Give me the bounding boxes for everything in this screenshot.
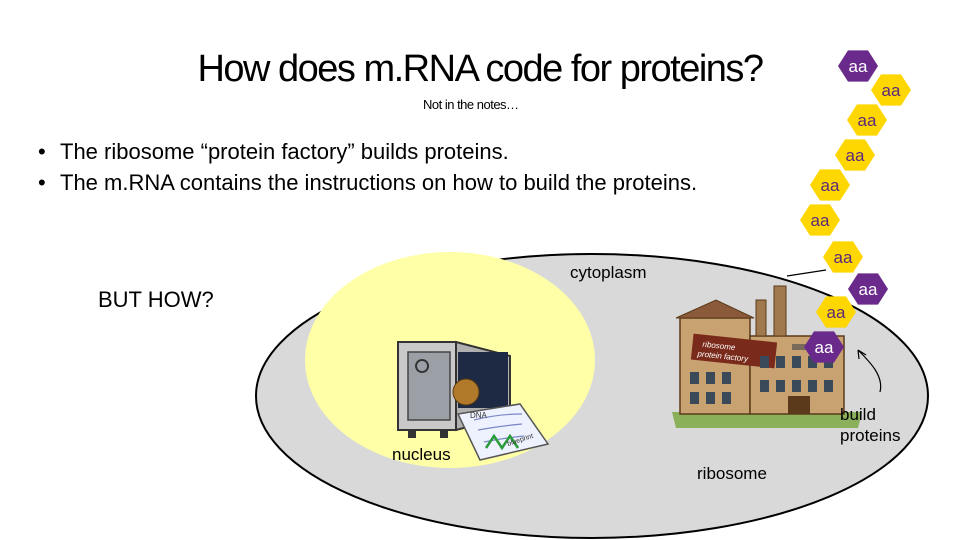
amino-acid-label: aa (834, 248, 853, 267)
amino-acid-hexagon: aa (804, 331, 844, 363)
amino-acid-hexagon: aa (823, 241, 863, 273)
but-how-text: BUT HOW? (98, 287, 214, 312)
amino-acid-label: aa (859, 280, 878, 299)
hexagon-shape (810, 169, 850, 201)
amino-acid-hexagon: aa (848, 273, 888, 305)
cytoplasm-label: cytoplasm (570, 263, 647, 282)
bullet-dot-icon: • (38, 139, 46, 164)
amino-acid-label: aa (849, 57, 868, 76)
blueprint-icon: DNA blueprint (456, 403, 550, 461)
bullet-list: • The ribosome “protein factory” builds p… (38, 136, 758, 198)
hexagon-shape (816, 296, 856, 328)
amino-acid-hexagon: aa (847, 104, 887, 136)
pointer-line (786, 269, 827, 277)
amino-acid-label: aa (882, 81, 901, 100)
hexagon-shape (871, 74, 911, 106)
amino-acid-hexagon: aa (816, 296, 856, 328)
slide-subtitle: Not in the notes… (423, 97, 519, 112)
hexagon-shape (838, 50, 878, 82)
amino-acid-label: aa (846, 146, 865, 165)
build-proteins-line: proteins (840, 426, 901, 445)
bullet-item: • The ribosome “protein factory” builds p… (38, 136, 758, 167)
amino-acid-hexagon: aa (871, 74, 911, 106)
factory-sign-line-1: ribosome (702, 340, 736, 352)
hexagon-shape (804, 331, 844, 363)
blueprint-dna-text: DNA (470, 411, 488, 420)
ribosome-label: ribosome (697, 464, 767, 483)
bullet-item: • The m.RNA contains the instructions on … (38, 167, 758, 198)
nucleus-label: nucleus (392, 445, 451, 464)
bullet-dot-icon: • (38, 170, 46, 195)
bullet-text: The ribosome “protein factory” builds pr… (60, 139, 509, 164)
amino-acid-label: aa (821, 176, 840, 195)
hexagon-shape (823, 241, 863, 273)
amino-acid-label: aa (858, 111, 877, 130)
amino-acid-hexagon: aa (838, 50, 878, 82)
amino-acid-hexagon: aa (800, 204, 840, 236)
hexagon-shape (800, 204, 840, 236)
amino-acid-hexagon: aa (835, 139, 875, 171)
hexagon-shape (835, 139, 875, 171)
build-proteins-label: build proteins (840, 404, 900, 446)
factory-icon: ribosome protein factory (672, 285, 862, 428)
amino-acid-label: aa (815, 338, 834, 357)
build-arrow-icon (857, 349, 882, 393)
hexagon-shape (848, 273, 888, 305)
slide-title: How does m.RNA code for proteins? (197, 48, 764, 90)
hexagon-shape (847, 104, 887, 136)
amino-acid-hexagon: aa (810, 169, 850, 201)
bullet-text: The m.RNA contains the instructions on h… (60, 170, 698, 195)
build-proteins-line: build (840, 405, 876, 424)
amino-acid-label: aa (811, 211, 830, 230)
amino-acid-label: aa (827, 303, 846, 322)
